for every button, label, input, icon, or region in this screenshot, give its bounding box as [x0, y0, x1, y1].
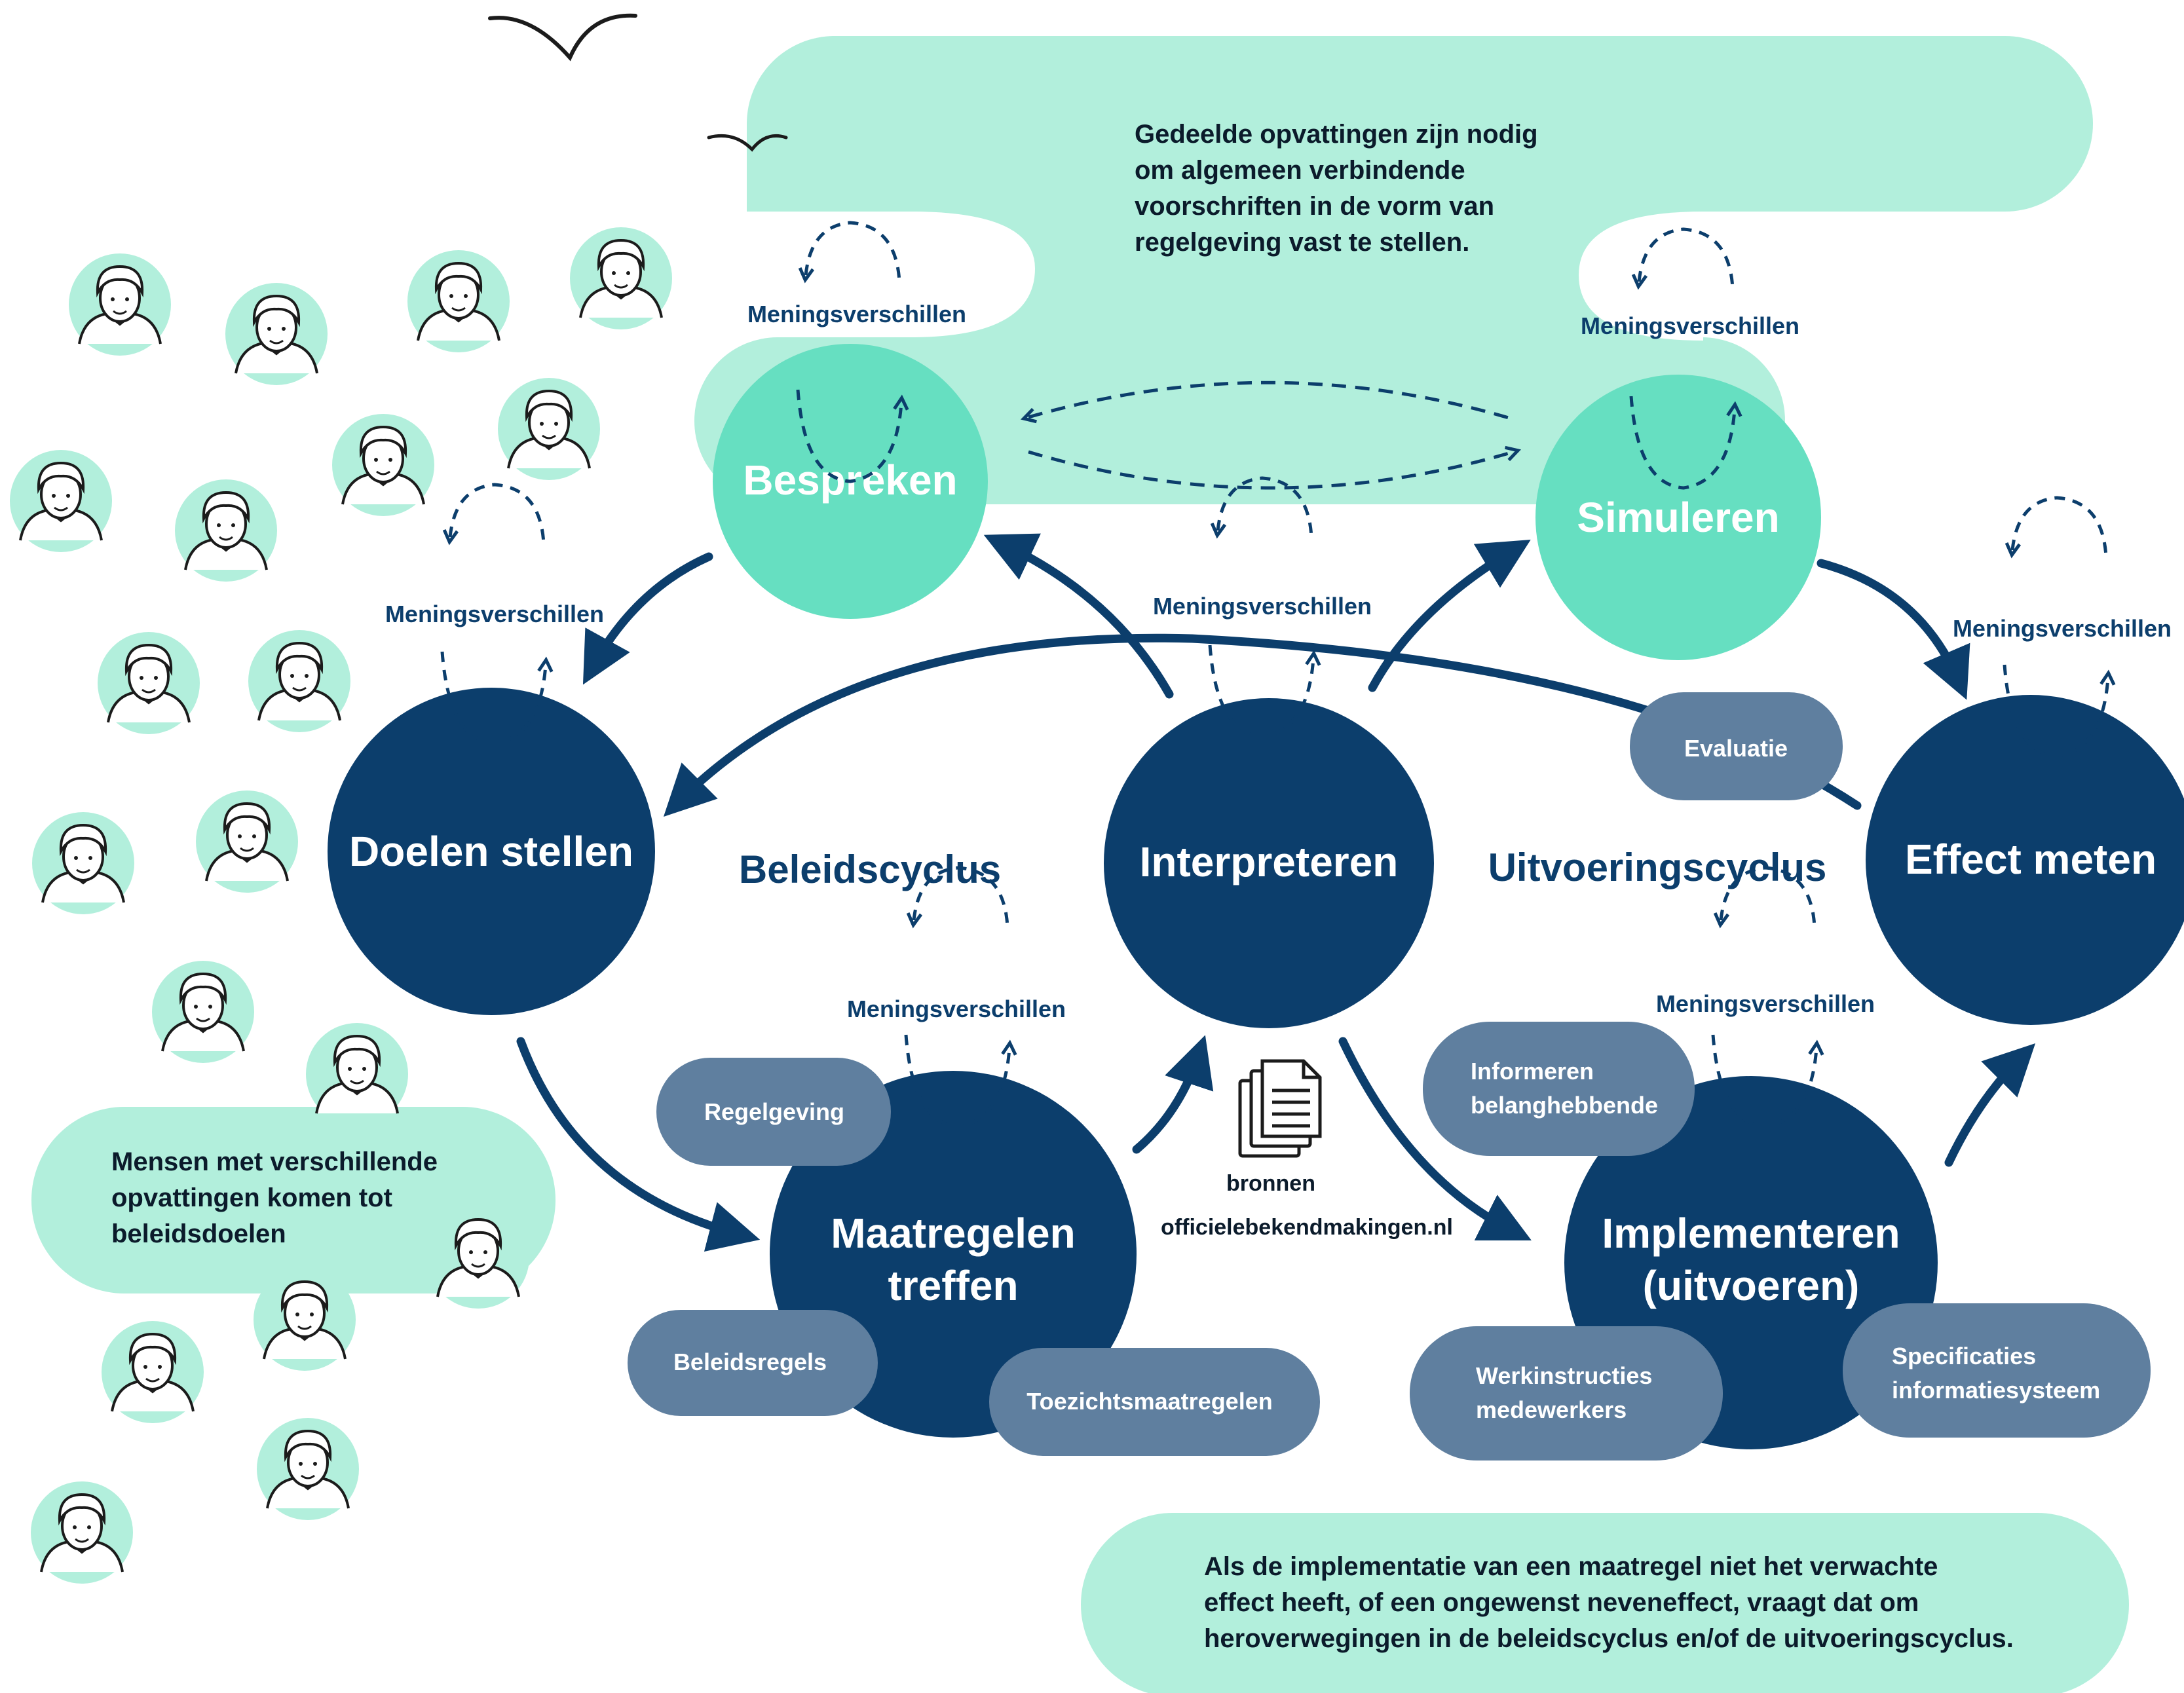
arrow-maatregelen-to-interpreteren	[1132, 1035, 1214, 1154]
person-avatar-icon	[331, 413, 436, 517]
node-effect-meten: Effect meten	[1866, 695, 2184, 1025]
node-simuleren: Simuleren	[1535, 375, 1821, 660]
person-avatar-icon	[247, 629, 352, 734]
person-avatar-icon	[174, 478, 278, 583]
person-avatar-icon	[305, 1022, 409, 1126]
node-doelen-stellen: Doelen stellen	[328, 688, 655, 1015]
pill-beleidsregels: Beleidsregels	[628, 1310, 878, 1416]
sources-site: officielebekendmakingen.nl	[1161, 1215, 1453, 1240]
person-avatar-icon	[224, 282, 329, 386]
person-avatar-icon	[406, 249, 511, 354]
meningsverschillen-label: Meningsverschillen	[747, 301, 966, 327]
pill-informeren-label-1: Informeren	[1471, 1058, 1594, 1085]
pill-evaluatie: Evaluatie	[1630, 692, 1843, 800]
bottom-note-line-2: effect heeft, of een ongewenst neveneffe…	[1204, 1588, 1919, 1617]
pill-toezichtsmaatregelen: Toezichtsmaatregelen	[989, 1348, 1320, 1456]
left-note-line-3: beleidsdoelen	[111, 1219, 286, 1248]
top-note-line-4: regelgeving vast te stellen.	[1135, 228, 1469, 257]
person-avatar-icon	[67, 252, 172, 357]
person-avatar-icon	[29, 1480, 134, 1585]
disagreement-loop: Meningsverschillen	[385, 483, 604, 745]
bottom-note: Als de implementatie van een maatregel n…	[1204, 1552, 2014, 1653]
arrow-effect-to-implementeren	[1944, 1043, 2036, 1167]
person-avatar-icon	[96, 631, 201, 735]
uitvoeringscyclus-label: Uitvoeringscyclus	[1488, 846, 1827, 889]
disagreement-loop: Meningsverschillen	[747, 221, 966, 483]
pill-specificaties: Specificaties informatiesysteem	[1843, 1303, 2151, 1438]
node-maatregelen-label-1: Maatregelen	[831, 1210, 1075, 1257]
pill-informeren-label-2: belanghebbende	[1471, 1092, 1658, 1119]
node-doelen-stellen-label: Doelen stellen	[349, 828, 633, 875]
pill-toezichtsmaatregelen-label: Toezichtsmaatregelen	[1026, 1388, 1272, 1415]
meningsverschillen-label: Meningsverschillen	[1656, 990, 1875, 1017]
arrow-interpreteren-to-simuleren	[1368, 539, 1531, 692]
pill-werkinstructies-label-2: medewerkers	[1476, 1396, 1627, 1423]
node-simuleren-label: Simuleren	[1577, 494, 1779, 541]
disagreement-loop: Meningsverschillen	[847, 866, 1066, 1128]
left-note: Mensen met verschillende opvattingen kom…	[111, 1147, 438, 1248]
meningsverschillen-label: Meningsverschillen	[385, 601, 604, 627]
arrow-interpreteren-to-implementeren	[1338, 1037, 1532, 1240]
disagreement-loop: Meningsverschillen	[1581, 227, 1799, 490]
person-avatar-icon	[252, 1267, 357, 1372]
arrow-simuleren-to-effect	[1817, 559, 1970, 700]
node-maatregelen-label-2: treffen	[888, 1262, 1018, 1309]
node-effect-meten-label: Effect meten	[1905, 836, 2156, 883]
left-note-bubble	[31, 1107, 555, 1293]
node-interpreteren: Interpreteren	[1104, 698, 1434, 1028]
bottom-note-line-3: heroverwegingen in de beleidscyclus en/o…	[1204, 1624, 2014, 1653]
pill-informeren: Informeren belanghebbende	[1423, 1022, 1695, 1156]
person-avatar-icon	[497, 377, 601, 481]
person-avatar-icon	[9, 449, 113, 553]
disagreement-loop: Meningsverschillen	[1656, 866, 1875, 1128]
disagreement-loop: Meningsverschillen	[1153, 476, 1372, 739]
person-avatar-icon	[255, 1417, 360, 1521]
documents-icon	[1238, 1059, 1322, 1158]
person-avatar-icon	[100, 1320, 205, 1424]
node-interpreteren-label: Interpreteren	[1140, 838, 1399, 885]
pill-specificaties-label-1: Specificaties	[1892, 1343, 2036, 1369]
top-note-line-1: Gedeelde opvattingen zijn nodig	[1135, 120, 1538, 149]
left-note-line-2: opvattingen komen tot	[111, 1183, 392, 1212]
pill-beleidsregels-label: Beleidsregels	[673, 1349, 827, 1375]
bottom-note-line-1: Als de implementatie van een maatregel n…	[1204, 1552, 1938, 1581]
pill-specificaties-label-2: informatiesysteem	[1892, 1377, 2100, 1404]
meningsverschillen-label: Meningsverschillen	[1153, 593, 1372, 620]
pill-regelgeving-label: Regelgeving	[704, 1098, 844, 1125]
arrow-doelen-to-maatregelen	[516, 1037, 761, 1252]
top-consensus-cloud	[694, 36, 2093, 504]
bottom-note-bubble	[1081, 1513, 2129, 1693]
left-note-line-1: Mensen met verschillende	[111, 1147, 438, 1176]
arrow-interpreteren-to-bespreken	[983, 533, 1174, 699]
person-avatar-icon	[569, 226, 673, 331]
top-note-line-3: voorschriften in de vorm van	[1135, 192, 1494, 221]
sources-label: bronnen	[1226, 1171, 1315, 1196]
person-avatar-icon	[151, 959, 255, 1064]
meningsverschillen-label: Meningsverschillen	[1581, 312, 1799, 339]
person-avatar-icon	[426, 1205, 531, 1310]
arrow-bespreken-to-doelen	[582, 552, 713, 685]
top-note: Gedeelde opvattingen zijn nodig om algem…	[1135, 120, 1538, 257]
node-implementeren-label-2: (uitvoeren)	[1643, 1262, 1860, 1309]
pill-evaluatie-label: Evaluatie	[1684, 735, 1788, 762]
meningsverschillen-label: Meningsverschillen	[847, 995, 1066, 1022]
pill-werkinstructies-label-1: Werkinstructies	[1476, 1362, 1652, 1389]
meningsverschillen-label: Meningsverschillen	[1953, 615, 2172, 642]
beleidscyclus-label: Beleidscyclus	[739, 847, 1001, 891]
person-avatar-icon	[31, 811, 136, 916]
bird-icon	[707, 134, 788, 152]
node-implementeren-label-1: Implementeren	[1602, 1210, 1900, 1257]
person-avatar-icon	[195, 789, 299, 894]
pill-regelgeving: Regelgeving	[656, 1058, 891, 1166]
bird-icon	[488, 13, 637, 62]
top-note-line-2: om algemeen verbindende	[1135, 156, 1465, 185]
dashed-exchange-loop	[1020, 381, 1522, 490]
disagreement-loop: Meningsverschillen	[1953, 496, 2172, 758]
pill-werkinstructies: Werkinstructies medewerkers	[1410, 1326, 1723, 1460]
